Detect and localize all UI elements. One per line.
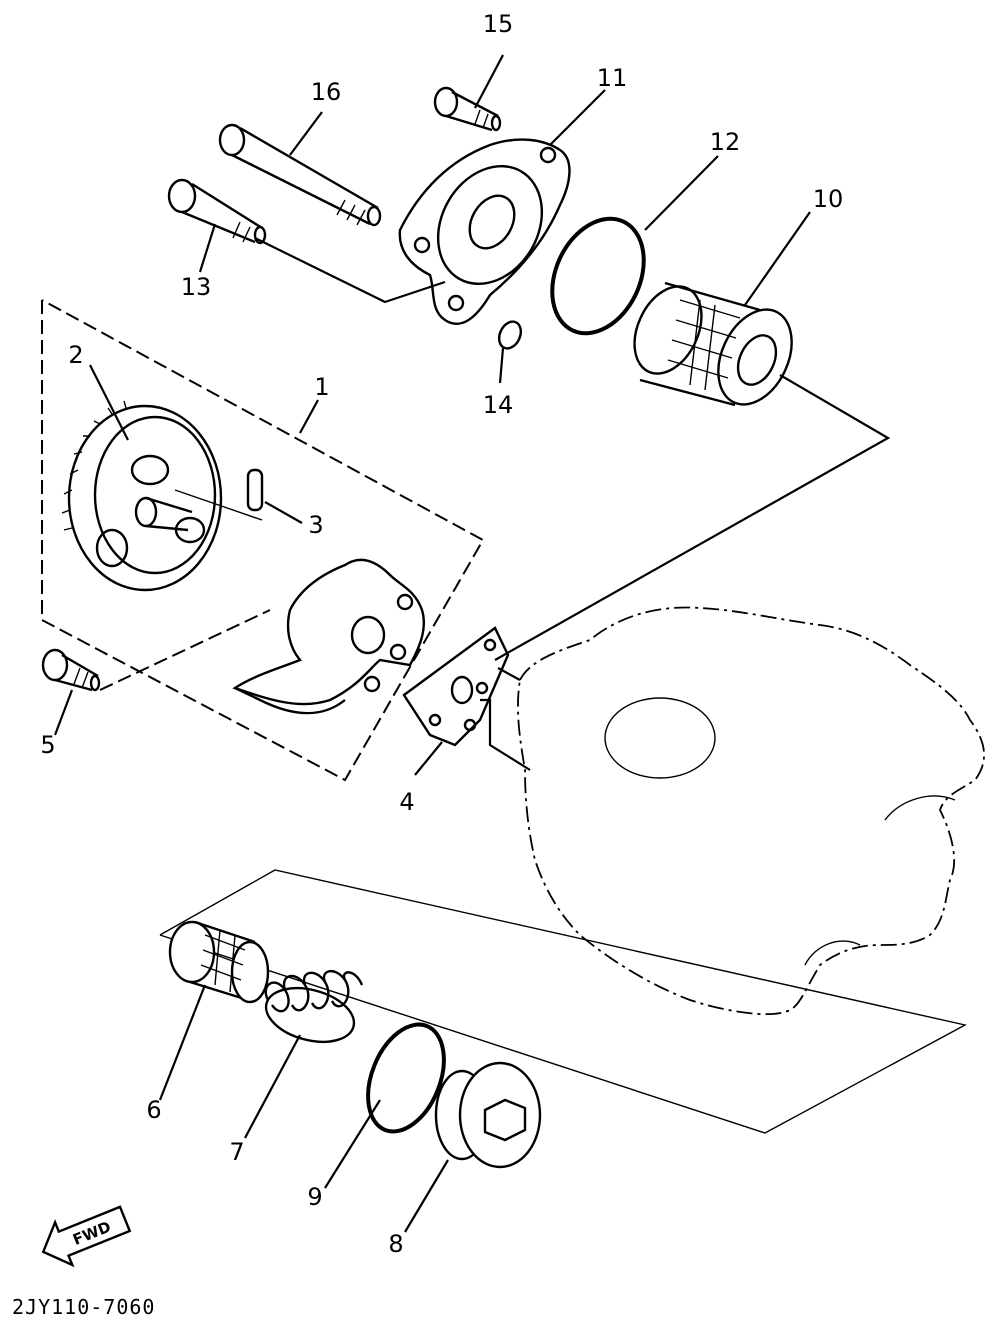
spring-7	[264, 970, 364, 1044]
label-16: 16	[311, 78, 342, 106]
label-7: 7	[229, 1138, 244, 1166]
o-ring-9	[366, 1022, 446, 1134]
strainer-6	[168, 920, 270, 1004]
label-9: 9	[307, 1183, 322, 1211]
screw-5	[41, 609, 271, 692]
label-2: 2	[68, 341, 83, 369]
label-4: 4	[399, 788, 414, 816]
small-bolt-15	[433, 86, 502, 132]
oil-pump-1	[232, 558, 425, 715]
gear-2	[61, 400, 223, 592]
oil-filter-10	[633, 281, 793, 407]
label-10: 10	[813, 185, 844, 213]
group-outline-oil-pump	[41, 299, 485, 782]
fwd-arrow-icon: FWD	[41, 1205, 132, 1268]
o-ring-12	[550, 216, 646, 336]
crankcase-outline	[517, 606, 985, 1016]
leader-lines	[53, 54, 891, 1233]
label-1: 1	[314, 373, 329, 401]
part-labels: 15 16 11 12 10 13 14 2 1 3 5 4 6 7 9 8	[40, 10, 843, 1258]
label-12: 12	[710, 128, 741, 156]
bolt-13	[167, 178, 267, 245]
label-3: 3	[308, 511, 323, 539]
label-15: 15	[483, 10, 514, 38]
long-bolt-16	[218, 123, 382, 227]
label-14: 14	[483, 391, 514, 419]
o-ring-14	[497, 320, 523, 350]
diagram-code: 2JY110-7060	[12, 1295, 155, 1319]
pin-3	[174, 468, 264, 521]
filter-cover-11	[398, 138, 571, 325]
label-6: 6	[146, 1096, 161, 1124]
group-outline-strainer	[159, 869, 967, 1134]
label-11: 11	[597, 64, 628, 92]
label-13: 13	[181, 273, 212, 301]
drain-plug-8	[434, 1061, 542, 1169]
label-8: 8	[388, 1230, 403, 1258]
gasket-4	[402, 626, 510, 747]
label-5: 5	[40, 731, 55, 759]
